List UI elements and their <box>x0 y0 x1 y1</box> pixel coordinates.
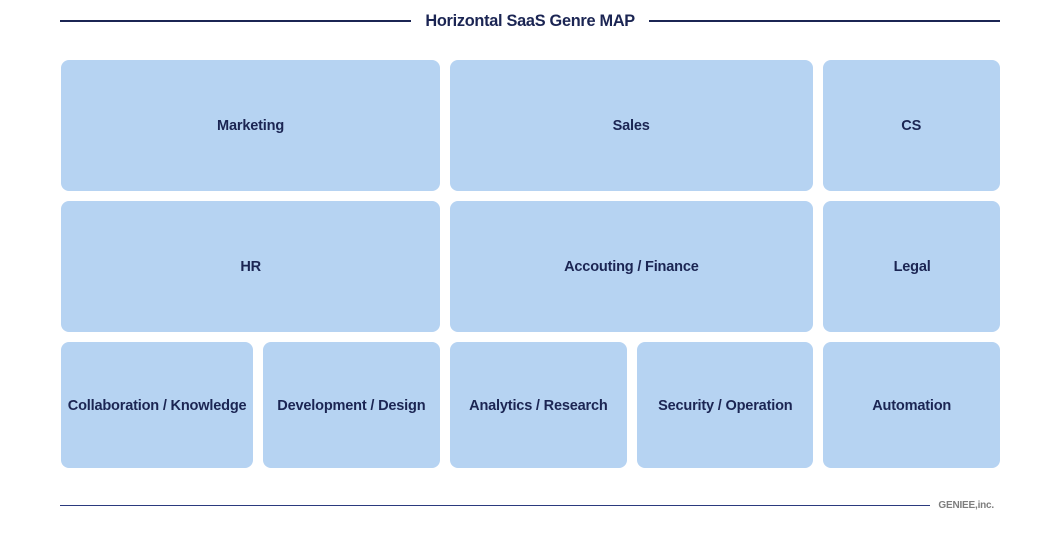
footer-rule <box>60 504 931 507</box>
title-row: Horizontal SaaS Genre MAP <box>60 11 1000 31</box>
genre-box-label: Sales <box>613 117 651 134</box>
genre-box-label: Development / Design <box>277 396 426 414</box>
genre-grid: Marketing Sales CS HR Accouting / Financ… <box>61 60 1000 468</box>
genre-box-security-operation: Security / Operation <box>636 342 814 468</box>
genre-box-label: Legal <box>893 258 931 275</box>
genre-box-accounting-finance: Accouting / Finance <box>449 201 814 332</box>
genre-box-development-design: Development / Design <box>263 342 440 468</box>
genre-box-sales: Sales <box>449 60 814 191</box>
page-title: Horizontal SaaS Genre MAP <box>425 11 635 30</box>
genre-box-collaboration-knowledge: Collaboration / Knowledge <box>61 342 254 468</box>
genre-box-hr: HR <box>61 201 440 332</box>
genre-box-label: Collaboration / Knowledge <box>67 396 247 414</box>
genre-box-label: CS <box>901 117 922 134</box>
genre-box-label: HR <box>240 258 261 275</box>
genre-box-legal: Legal <box>823 201 1000 332</box>
genre-box-label: Analytics / Research <box>468 396 608 414</box>
genre-box-label: Security / Operation <box>657 396 793 414</box>
brand-label: GENIEE,inc. <box>938 500 994 511</box>
title-rule-left <box>60 20 411 22</box>
genre-box-analytics-research: Analytics / Research <box>449 342 627 468</box>
genre-box-label: Automation <box>872 396 952 414</box>
genre-box-label: Marketing <box>216 117 284 134</box>
footer-row: GENIEE,inc. <box>60 500 994 511</box>
genre-box-automation: Automation <box>823 342 1000 468</box>
genre-box-marketing: Marketing <box>61 60 440 191</box>
title-rule-right <box>649 20 1000 22</box>
genre-box-cs: CS <box>823 60 1000 191</box>
genre-box-label: Accouting / Finance <box>564 258 699 275</box>
